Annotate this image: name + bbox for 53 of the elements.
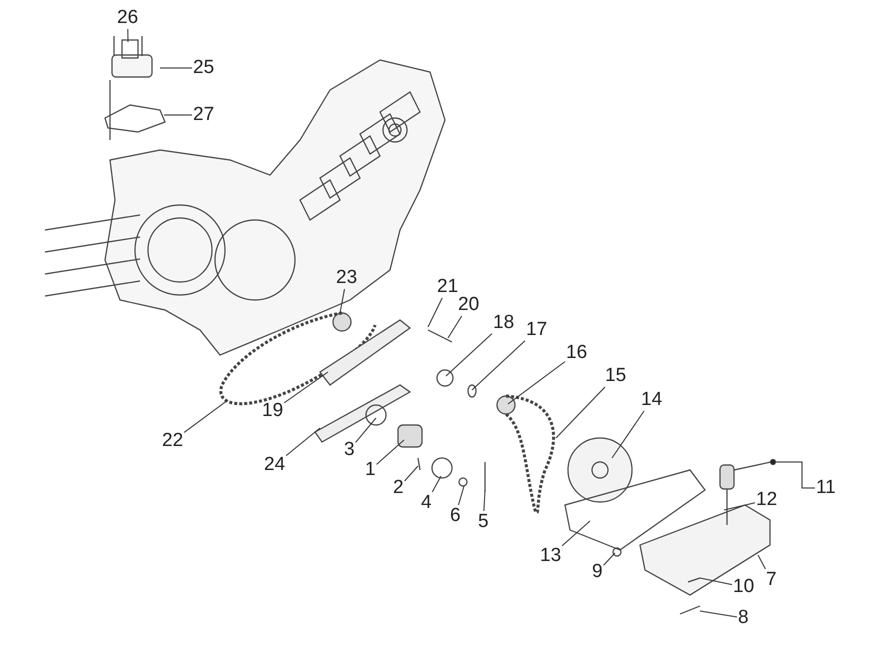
callout-number: 2 <box>393 478 404 498</box>
callout-number: 5 <box>478 512 489 532</box>
leader-line <box>724 502 756 510</box>
leader-line <box>483 490 486 512</box>
callout-number: 10 <box>733 577 754 597</box>
leader-line <box>472 340 526 390</box>
leader-line <box>612 410 645 458</box>
callout-number: 22 <box>162 431 184 451</box>
leader-line <box>603 552 616 566</box>
callout-number: 4 <box>421 493 432 513</box>
callout-number: 1 <box>365 460 376 480</box>
leader-line <box>404 466 418 482</box>
callout-number: 6 <box>450 506 461 526</box>
leader-line <box>562 520 590 546</box>
leader-line <box>355 418 376 443</box>
leader-line <box>700 578 732 586</box>
callout-number: 27 <box>193 105 214 125</box>
callout-number: 20 <box>458 295 480 315</box>
callout-number: 21 <box>437 277 458 297</box>
callout-number: 18 <box>493 313 514 333</box>
callout-number: 7 <box>766 570 777 590</box>
callout-number: 15 <box>605 366 626 386</box>
leader-line <box>556 386 606 438</box>
leader-line <box>758 554 766 570</box>
leader-line <box>446 333 492 376</box>
leader-line <box>127 28 128 42</box>
callout-number: 11 <box>816 478 836 498</box>
leader-line <box>340 288 345 314</box>
callout-number: 16 <box>566 343 588 363</box>
leader-line <box>286 428 320 456</box>
callout-number: 17 <box>526 320 548 340</box>
leader-line <box>448 316 462 338</box>
leader-line <box>284 372 328 404</box>
callout-number: 25 <box>193 58 214 78</box>
leader-line <box>508 361 566 404</box>
leader-line <box>428 298 443 328</box>
leader-line <box>376 440 404 465</box>
callout-number: 14 <box>641 390 662 410</box>
leader-line <box>700 610 738 618</box>
callout-number: 3 <box>344 440 355 460</box>
callout-number: 24 <box>264 455 286 475</box>
leader-line <box>184 400 228 433</box>
callout-number: 12 <box>756 490 778 510</box>
callout-number: 23 <box>336 268 358 288</box>
callout-number: 9 <box>592 562 603 582</box>
callout-number: 19 <box>262 401 284 421</box>
callout-number: 8 <box>738 608 749 628</box>
callout-number: 26 <box>117 8 138 28</box>
leader-line <box>458 486 464 506</box>
callout-number: 13 <box>540 546 562 566</box>
leader-line <box>164 114 192 116</box>
leader-line <box>776 462 816 488</box>
leader-line <box>432 476 442 492</box>
